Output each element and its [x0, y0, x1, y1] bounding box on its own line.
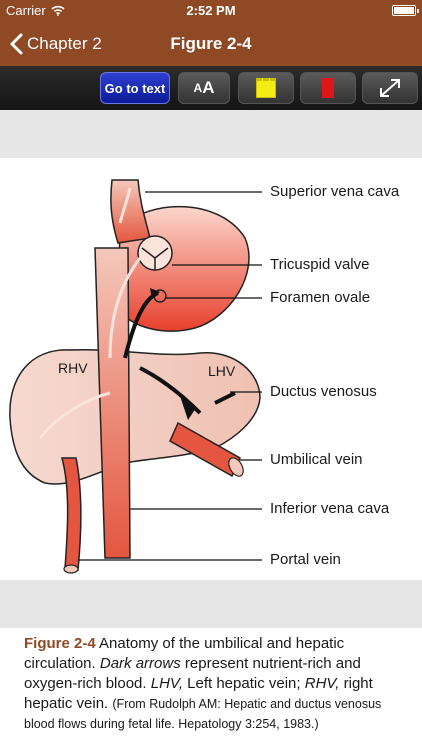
label-rhv: RHV	[58, 360, 88, 376]
font-small-glyph: A	[193, 81, 203, 95]
caption-rhv: RHV,	[304, 675, 340, 692]
label-superior-vena-cava: Superior vena cava	[270, 183, 400, 200]
caption-figure-ref: Figure 2-4	[24, 635, 96, 652]
label-ductus-venosus: Ductus venosus	[270, 383, 377, 400]
caption-lhv: LHV,	[150, 675, 183, 692]
caption-text-3: Left hepatic vein;	[182, 675, 305, 692]
caption-dark-arrows: Dark arrows	[99, 655, 181, 672]
back-button-label: Chapter 2	[27, 34, 102, 53]
go-to-text-button[interactable]: Go to text	[100, 72, 170, 104]
chevron-left-icon	[10, 33, 23, 55]
go-to-text-label: Go to text	[104, 80, 166, 96]
font-large-glyph: A	[202, 78, 215, 97]
expand-button[interactable]	[362, 72, 418, 104]
label-lhv: LHV	[208, 363, 236, 379]
label-tricuspid-valve: Tricuspid valve	[270, 256, 370, 273]
label-foramen-ovale: Foramen ovale	[270, 289, 371, 306]
expand-icon	[380, 79, 400, 97]
label-inferior-vena-cava: Inferior vena cava	[270, 500, 390, 517]
nav-bar: Chapter 2 Figure 2-4	[0, 22, 422, 66]
highlight-yellow-button[interactable]	[238, 72, 294, 104]
umbilical-hepatic-circulation-diagram	[9, 179, 262, 574]
status-bar: Carrier 2:52 PM	[0, 0, 422, 22]
wifi-icon	[51, 5, 65, 16]
caption-source: (From Rudolph AM: Hepatic and ductus ven…	[24, 697, 382, 731]
label-portal-vein: Portal vein	[270, 551, 341, 568]
back-button[interactable]: Chapter 2	[10, 22, 102, 66]
figure-image: Superior vena cava Tricuspid valve Foram…	[0, 158, 422, 580]
caption-text-2: represent nutrient-rich and oxygen-rich …	[24, 655, 361, 692]
carrier-label: Carrier	[6, 3, 46, 18]
carrier: Carrier	[6, 3, 65, 18]
figure-top-margin	[0, 110, 422, 158]
highlight-yellow-icon	[256, 78, 276, 98]
highlight-red-icon	[322, 78, 334, 98]
highlight-red-button[interactable]	[300, 72, 356, 104]
caption-text-1: Anatomy of the umbilical and hepatic cir…	[24, 635, 345, 672]
caption-text-4: right hepatic vein.	[24, 675, 373, 712]
battery-icon	[392, 5, 419, 16]
figure-caption: Figure 2-4 Anatomy of the umbilical and …	[24, 634, 404, 734]
status-time: 2:52 PM	[186, 3, 236, 18]
label-umbilical-vein: Umbilical vein	[270, 451, 363, 468]
figure-bottom-margin	[0, 580, 422, 628]
